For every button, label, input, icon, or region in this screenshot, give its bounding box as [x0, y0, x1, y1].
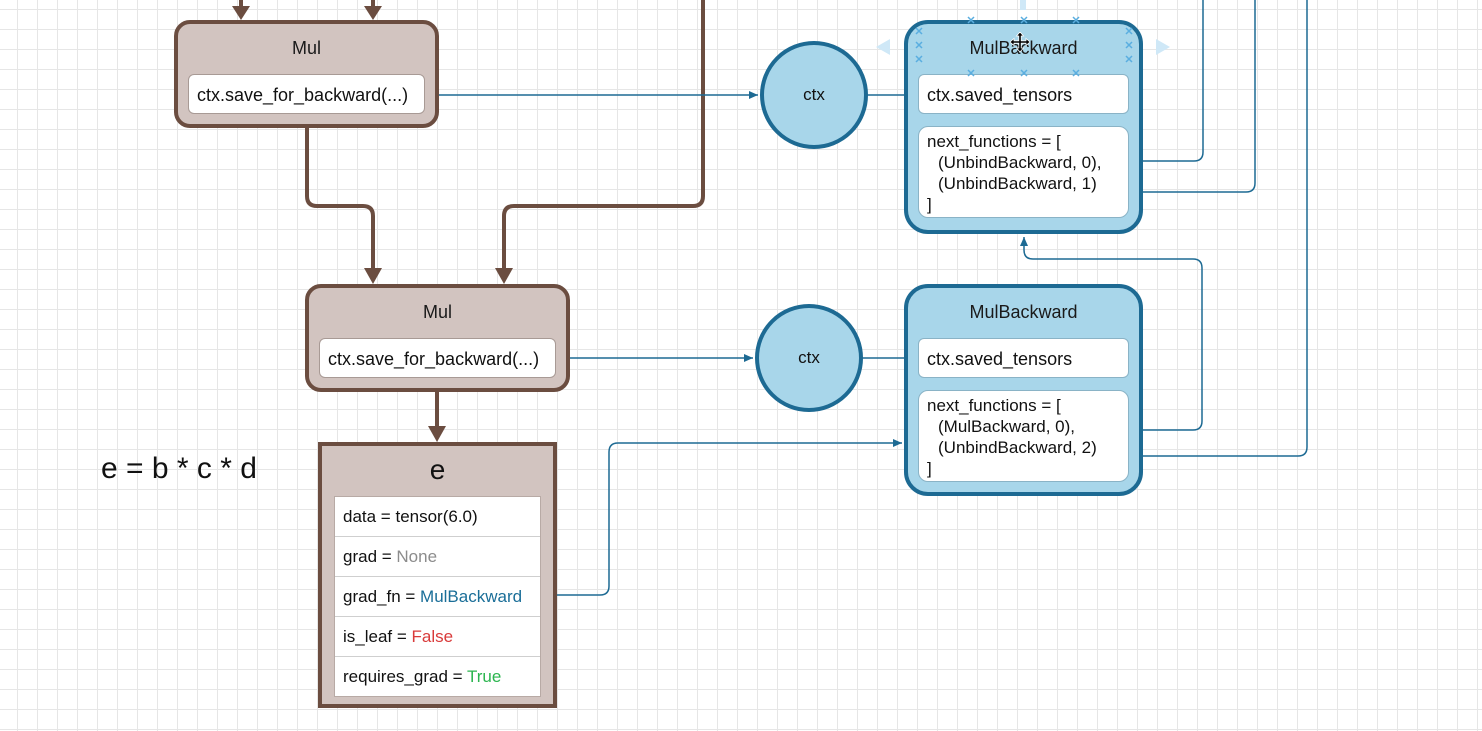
ctx-node-2[interactable]: ctx — [755, 304, 863, 412]
tensor-title: e — [429, 454, 446, 485]
next-functions-close: ] — [927, 459, 932, 478]
save-for-backward-slot[interactable]: ctx.save_for_backward(...) — [188, 74, 425, 114]
edge-mb2-next1-out — [1128, 0, 1308, 457]
next-function-item: (UnbindBackward, 1) — [938, 174, 1097, 193]
next-functions-open: next_functions = [ — [927, 396, 1061, 415]
edge-mb1-next0-out — [1128, 0, 1204, 162]
mul-node-title: Mul — [422, 302, 452, 322]
tensor-row-is-leaf[interactable]: is_leaf = False — [335, 617, 540, 657]
next-functions-close: ] — [927, 195, 932, 214]
tensor-row-data[interactable]: data = tensor(6.0) — [335, 497, 540, 537]
field-key: is_leaf = — [343, 627, 412, 646]
mul-node-title: Mul — [291, 38, 321, 58]
formula-label: e = b * c * d — [101, 452, 257, 485]
mul-node-1[interactable]: Mul ctx.save_for_backward(...) — [174, 20, 439, 128]
next-functions-slot[interactable]: next_functions = [ (UnbindBackward, 0), … — [918, 126, 1129, 218]
mulbackward-node-2[interactable]: MulBackward ctx.saved_tensors next_funct… — [904, 284, 1143, 496]
ctx-node-1[interactable]: ctx — [760, 41, 868, 149]
next-function-item: (UnbindBackward, 0), — [938, 153, 1102, 172]
tensor-row-requires-grad[interactable]: requires_grad = True — [335, 657, 540, 696]
save-for-backward-slot[interactable]: ctx.save_for_backward(...) — [319, 338, 556, 378]
field-value: False — [411, 627, 454, 646]
saved-tensors-slot[interactable]: ctx.saved_tensors — [918, 74, 1129, 114]
edge-mb2-to-mb1 — [1020, 237, 1203, 431]
field-key: requires_grad = — [343, 667, 467, 686]
field-value: tensor(6.0) — [395, 507, 478, 526]
mulbackward-node-1[interactable]: MulBackward ctx.saved_tensors next_funct… — [904, 20, 1143, 234]
tensor-row-grad-fn[interactable]: grad_fn = MulBackward — [335, 577, 540, 617]
mulbackward-title: MulBackward — [969, 302, 1078, 322]
next-function-item: (MulBackward, 0), — [938, 417, 1075, 436]
saved-tensors-slot[interactable]: ctx.saved_tensors — [918, 338, 1129, 378]
edge-mul1-to-mul2 — [305, 128, 375, 276]
field-key: grad_fn = — [343, 587, 421, 606]
next-functions-open: next_functions = [ — [927, 132, 1061, 151]
edge-gradfn-to-mb2 — [541, 439, 902, 596]
field-key: data = — [343, 507, 396, 526]
tensor-fields: data = tensor(6.0) grad = None grad_fn =… — [334, 496, 541, 697]
field-value: None — [396, 547, 438, 566]
mul-node-2[interactable]: Mul ctx.save_for_backward(...) — [305, 284, 570, 392]
edge-top-to-mul2 — [502, 0, 705, 276]
edge-mb1-next1-out — [1128, 0, 1256, 193]
field-value: True — [466, 667, 502, 686]
tensor-e-node[interactable]: e data = tensor(6.0) grad = None grad_fn… — [318, 442, 557, 708]
move-cursor-icon — [1010, 32, 1030, 52]
next-functions-slot[interactable]: next_functions = [ (MulBackward, 0), (Un… — [918, 390, 1129, 482]
field-key: grad = — [343, 547, 397, 566]
next-function-item: (UnbindBackward, 2) — [938, 438, 1097, 457]
field-value: MulBackward — [420, 587, 523, 606]
forward-edges — [239, 0, 705, 434]
forward-arrowheads — [232, 6, 513, 442]
tensor-row-grad[interactable]: grad = None — [335, 537, 540, 577]
